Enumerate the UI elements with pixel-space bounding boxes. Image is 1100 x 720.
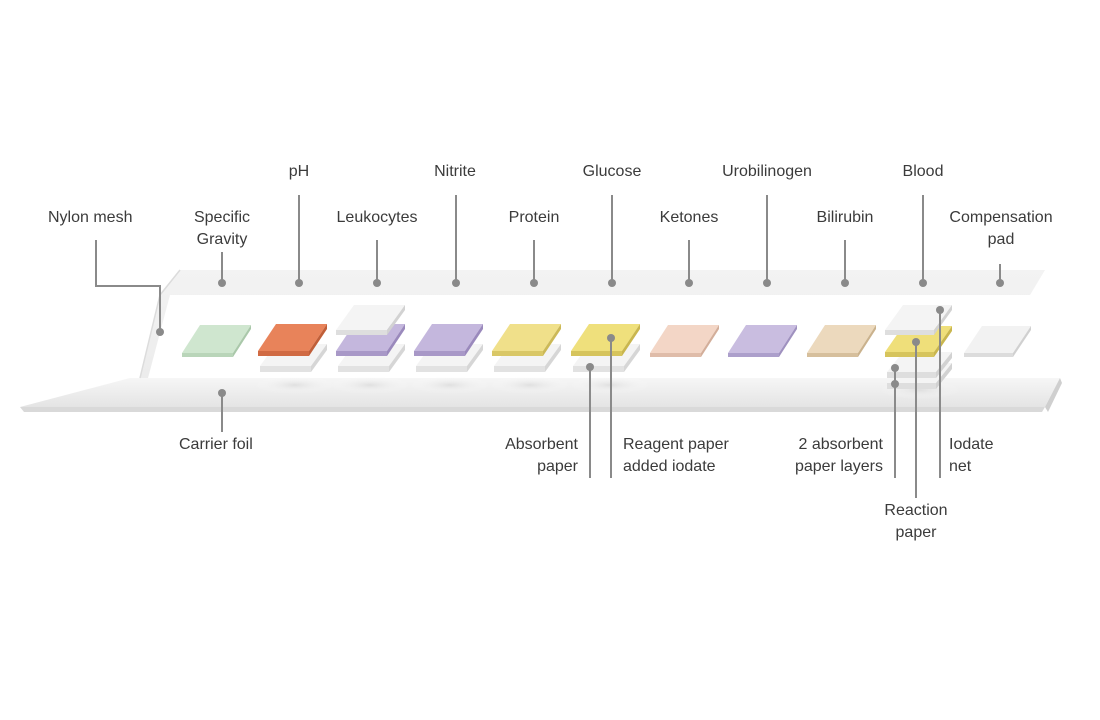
dot-blood (919, 279, 927, 287)
label-iodate-net-line2: net (949, 458, 972, 475)
dot-two-absorbent-layers-1 (891, 364, 899, 372)
pad-glucose (571, 324, 640, 372)
label-reagent-paper-line1: Reagent paper (623, 436, 729, 453)
dot-leukocytes (373, 279, 381, 287)
label-ketones: Ketones (659, 209, 719, 226)
pad-ketones (650, 325, 719, 357)
label-absorbent-paper-line1: Absorbent (505, 436, 578, 453)
dot-bilirubin (841, 279, 849, 287)
dot-compensation-pad (996, 279, 1004, 287)
label-reagent-paper: Reagent paper added iodate (623, 434, 729, 478)
leader-lines (95, 195, 1001, 498)
label-reaction-paper: Reaction paper (884, 500, 947, 544)
label-leukocytes: Leukocytes (336, 209, 418, 226)
pad-nitrite (414, 324, 483, 372)
label-nitrite: Nitrite (434, 163, 476, 180)
label-two-absorbent-line1: 2 absorbent (798, 436, 883, 453)
dot-two-absorbent-layers-2 (891, 380, 899, 388)
label-protein: Protein (508, 209, 560, 226)
pad-urobilinogen (728, 325, 797, 357)
label-compensation-pad: Compensation pad (949, 207, 1052, 251)
dot-reagent-paper (607, 334, 615, 342)
label-reagent-paper-line2: added iodate (623, 458, 716, 475)
label-specific-gravity-line2: Gravity (196, 231, 248, 248)
dot-specific-gravity (218, 279, 226, 287)
label-specific-gravity: Specific Gravity (194, 207, 250, 251)
label-nylon-mesh: Nylon mesh (48, 209, 133, 226)
label-two-absorbent-paper-layers: 2 absorbent paper layers (795, 434, 883, 478)
pad-blood (885, 305, 952, 389)
label-specific-gravity-line1: Specific (193, 209, 251, 226)
pad-specific-gravity (182, 325, 251, 357)
pad-leukocytes (336, 305, 405, 372)
dot-glucose (608, 279, 616, 287)
pad-bilirubin (807, 325, 876, 357)
label-urobilinogen: Urobilinogen (722, 163, 812, 180)
label-absorbent-paper: Absorbent paper (505, 434, 578, 478)
dot-ph (295, 279, 303, 287)
label-reaction-paper-line1: Reaction (884, 502, 948, 519)
label-compensation-pad-line1: Compensation (949, 209, 1053, 226)
label-glucose: Glucose (582, 163, 642, 180)
label-absorbent-paper-line2: paper (537, 458, 578, 475)
label-ph: pH (288, 163, 310, 180)
dot-protein (530, 279, 538, 287)
leader-dots (156, 279, 1004, 397)
label-reaction-paper-line2: paper (895, 524, 937, 541)
label-bilirubin: Bilirubin (816, 209, 874, 226)
pad-protein (492, 324, 561, 372)
label-iodate-net-line1: Iodate (949, 436, 994, 453)
label-iodate-net: Iodate net (949, 434, 993, 478)
label-compensation-pad-line2: pad (987, 231, 1015, 248)
pad-ph (258, 324, 327, 372)
leader-nylon-mesh (95, 240, 161, 332)
dot-ketones (685, 279, 693, 287)
label-carrier-foil: Carrier foil (179, 436, 253, 453)
dot-urobilinogen (763, 279, 771, 287)
dot-carrier-foil (218, 389, 226, 397)
dot-nylon-mesh (156, 328, 164, 336)
pad-compensation (964, 326, 1031, 357)
dot-absorbent-paper (586, 363, 594, 371)
label-two-absorbent-line2: paper layers (794, 458, 883, 475)
dot-reaction-paper (912, 338, 920, 346)
dot-nitrite (452, 279, 460, 287)
dot-iodate-net (936, 306, 944, 314)
label-blood: Blood (902, 163, 944, 180)
